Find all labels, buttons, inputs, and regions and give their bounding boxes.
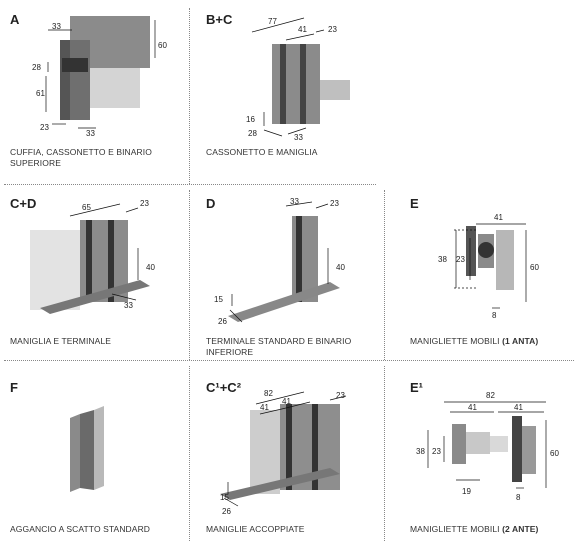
dim-label: 8 <box>516 493 521 502</box>
dimension-labels: 33 23 40 15 26 <box>214 197 345 326</box>
dim-label: 41 <box>468 403 477 412</box>
panel-letter: D <box>206 196 216 211</box>
dimension-labels: 65 23 40 33 <box>82 199 155 310</box>
dim-label: 40 <box>146 263 155 272</box>
dim-label: 23 <box>40 123 49 132</box>
dim-label: 26 <box>222 507 231 516</box>
separator <box>4 184 376 185</box>
dimension-labels: 77 41 23 16 28 33 <box>246 17 337 142</box>
dim-label: 38 <box>416 447 425 456</box>
dim-label: 41 <box>514 403 523 412</box>
profile-drawing <box>45 16 156 129</box>
dim-label: 60 <box>158 41 167 50</box>
separator <box>189 190 190 360</box>
panel-caption: TERMINALE STANDARD E BINARIO INFERIORE <box>206 336 352 357</box>
dim-label: 23 <box>140 199 149 208</box>
dim-label: 41 <box>494 213 503 222</box>
profile-drawing <box>454 223 527 309</box>
dimension-labels: 33 60 28 61 23 33 <box>32 22 167 138</box>
dim-label: 60 <box>530 263 539 272</box>
dim-label: 19 <box>462 487 471 496</box>
dim-label: 33 <box>290 197 299 206</box>
dim-label: 28 <box>248 129 257 138</box>
separator <box>189 8 190 184</box>
dim-label: 23 <box>336 391 345 400</box>
panel-caption: AGGANCIO A SCATTO STANDARD <box>10 524 151 534</box>
dim-label: 23 <box>456 255 465 264</box>
dim-label: 61 <box>36 89 45 98</box>
panel-caption: MANIGLIETTE MOBILI (1 ANTA) <box>410 336 575 347</box>
caption-text: MANIGLIETTE MOBILI <box>410 524 503 534</box>
dim-label: 28 <box>32 63 41 72</box>
dim-label: 33 <box>124 301 133 310</box>
dim-label: 15 <box>220 493 229 502</box>
panel-letter: E <box>410 196 419 211</box>
dim-label: 33 <box>52 22 61 31</box>
panel-caption: CASSONETTO E MANIGLIA <box>206 147 318 157</box>
caption-bold: (1 ANTA) <box>502 336 539 346</box>
dim-label: 23 <box>330 199 339 208</box>
panel-caption: CUFFIA, CASSONETTO E BINARIO SUPERIORE <box>10 147 152 168</box>
dim-label: 15 <box>214 295 223 304</box>
dim-label: 8 <box>492 311 497 320</box>
panel-letter: E¹ <box>410 380 423 395</box>
profile-drawing <box>427 401 547 489</box>
dim-label: 41 <box>298 25 307 34</box>
separator <box>4 360 574 361</box>
panel-letter: C+D <box>10 196 37 211</box>
profile-drawing <box>228 201 340 323</box>
dim-label: 60 <box>550 449 559 458</box>
panel-letter: F <box>10 380 18 395</box>
panel-letter: A <box>10 12 20 27</box>
dim-label: 65 <box>82 203 91 212</box>
panel-caption: MANIGLIETTE MOBILI (2 ANTE) <box>410 524 575 535</box>
dim-label: 82 <box>486 391 495 400</box>
panel-caption: MANIGLIE ACCOPPIATE <box>206 524 305 534</box>
dim-label: 33 <box>86 129 95 138</box>
profile-drawing <box>220 391 347 507</box>
caption-text: MANIGLIETTE MOBILI <box>410 336 503 346</box>
profile-drawing <box>251 17 350 137</box>
dimension-labels: 82 41 41 38 23 60 19 8 <box>416 391 559 502</box>
caption-bold: (2 ANTE) <box>502 524 539 534</box>
separator <box>384 366 385 541</box>
dim-label: 77 <box>268 17 277 26</box>
profile-drawing <box>30 203 150 314</box>
dim-label: 16 <box>246 115 255 124</box>
dimension-labels: 82 41 41 23 15 26 <box>220 389 345 516</box>
panel-letter: B+C <box>206 12 233 27</box>
dim-label: 82 <box>264 389 273 398</box>
dim-label: 23 <box>328 25 337 34</box>
dim-label: 26 <box>218 317 227 326</box>
dim-label: 33 <box>294 133 303 142</box>
separator <box>189 366 190 541</box>
panel-caption: MANIGLIA E TERMINALE <box>10 336 112 346</box>
clip-drawing <box>70 406 104 492</box>
dim-label: 41 <box>282 397 291 406</box>
dimension-labels: 41 38 23 60 8 <box>438 213 539 320</box>
dim-label: 23 <box>432 447 441 456</box>
separator <box>384 190 385 360</box>
dim-label: 41 <box>260 403 269 412</box>
dim-label: 40 <box>336 263 345 272</box>
dim-label: 38 <box>438 255 447 264</box>
panel-letter: C¹+C² <box>206 380 242 395</box>
